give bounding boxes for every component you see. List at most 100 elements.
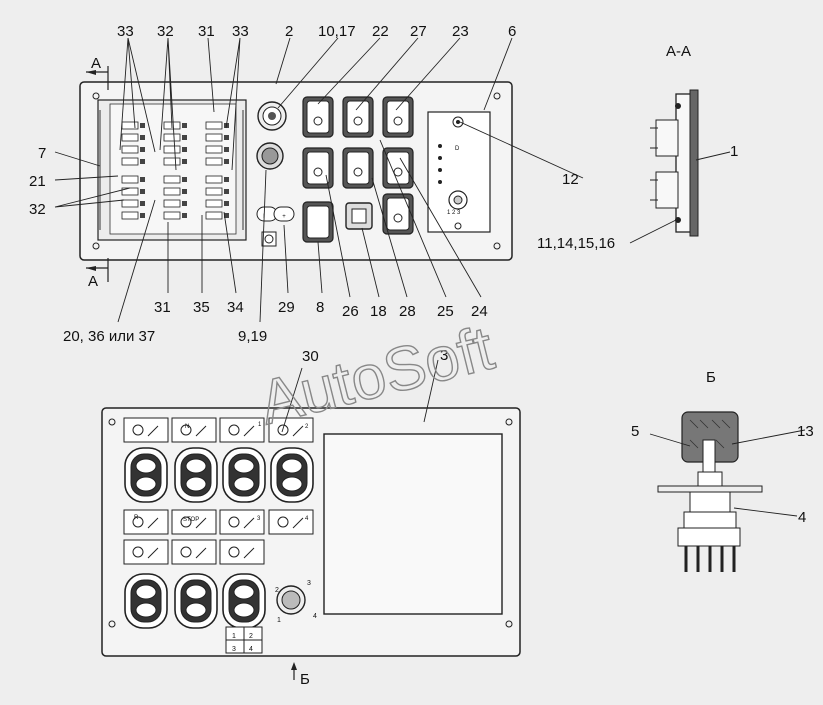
callout-numbers: 33 32 31 33 2 10,17 22 27 23 6 А-А А 7 1… [29, 23, 814, 688]
rocker-switch[interactable] [382, 147, 414, 189]
callout-27: 27 [410, 23, 427, 40]
mode-selector-knob[interactable]: 2 3 1 4 [275, 580, 317, 624]
large-rocker-button[interactable] [270, 447, 314, 503]
position-grid: 1 2 3 4 [225, 626, 263, 654]
symbol-label [123, 539, 169, 565]
svg-text:3: 3 [307, 580, 311, 587]
svg-text:N: N [185, 424, 189, 430]
large-rocker-button[interactable] [222, 447, 266, 503]
callout-7: 7 [38, 145, 46, 162]
symbol-label [171, 539, 217, 565]
callout-8: 8 [316, 299, 324, 316]
rocker-switch[interactable] [382, 193, 414, 235]
callout-21: 21 [29, 173, 46, 190]
fuse[interactable] [163, 175, 181, 184]
symbol-labels [123, 417, 314, 565]
symbol-label [123, 509, 169, 535]
detail-b-title: Б [706, 369, 716, 386]
svg-text:STOP: STOP [183, 517, 199, 523]
indicator-module: D 1 2 3 [427, 111, 491, 233]
fuse[interactable] [205, 145, 223, 154]
large-rocker-button[interactable] [174, 573, 218, 629]
fuse[interactable] [205, 121, 223, 130]
fuse[interactable] [205, 187, 223, 196]
rocker-switch[interactable] [342, 96, 374, 138]
svg-text:1: 1 [277, 617, 281, 624]
fuse[interactable] [205, 211, 223, 220]
callout-25: 25 [437, 303, 454, 320]
svg-text:4: 4 [249, 646, 253, 653]
fuse[interactable] [163, 211, 181, 220]
fuse[interactable] [121, 145, 139, 154]
view-b-arrow-label: Б [300, 671, 310, 688]
callout-3: 3 [440, 347, 448, 364]
svg-text:R: R [134, 515, 139, 521]
callout-9-19: 9,19 [238, 328, 267, 345]
large-rocker-button[interactable] [124, 573, 168, 629]
callout-31-top: 31 [198, 23, 215, 40]
large-rocker-button[interactable] [222, 573, 266, 629]
callout-6: 6 [508, 23, 516, 40]
switch-column: I + [256, 101, 295, 247]
fuse[interactable] [205, 157, 223, 166]
section-aa [650, 89, 699, 237]
fuse[interactable] [163, 145, 181, 154]
rocker-switch[interactable] [302, 147, 334, 189]
section-a-top: А [91, 55, 101, 72]
fuse[interactable] [205, 175, 223, 184]
callout-20-36-37: 20, 36 или 37 [63, 328, 155, 345]
svg-text:2: 2 [249, 633, 253, 640]
callout-18: 18 [370, 303, 387, 320]
rocker-switches [302, 96, 414, 243]
svg-text:3: 3 [257, 516, 261, 522]
callout-24: 24 [471, 303, 488, 320]
svg-text:1: 1 [258, 422, 262, 428]
large-rocker-buttons [124, 447, 314, 629]
callout-1: 1 [730, 143, 738, 160]
callout-23: 23 [452, 23, 469, 40]
callout-33-right: 33 [232, 23, 249, 40]
callout-31-bottom: 31 [154, 299, 171, 316]
rocker-switch[interactable] [342, 147, 374, 189]
fuse[interactable] [163, 133, 181, 142]
symbol-label [268, 417, 314, 443]
callout-22: 22 [372, 23, 389, 40]
rocker-switch[interactable] [302, 96, 334, 138]
svg-text:1: 1 [232, 633, 236, 640]
callout-29: 29 [278, 299, 295, 316]
fuse[interactable] [205, 133, 223, 142]
svg-text:2: 2 [305, 424, 309, 430]
callout-35: 35 [193, 299, 210, 316]
fuse[interactable] [205, 199, 223, 208]
fuse[interactable] [121, 133, 139, 142]
callout-34: 34 [227, 299, 244, 316]
fuse[interactable] [163, 187, 181, 196]
large-rocker-button[interactable] [174, 447, 218, 503]
leader-lines [54, 37, 806, 517]
rocker-switch[interactable] [302, 201, 334, 243]
fuse[interactable] [121, 121, 139, 130]
svg-text:1 2 3: 1 2 3 [447, 210, 461, 216]
callout-32-top: 32 [157, 23, 174, 40]
callout-26: 26 [342, 303, 359, 320]
fuse[interactable] [121, 157, 139, 166]
symbol-label [219, 417, 265, 443]
symbol-label [123, 417, 169, 443]
svg-text:2: 2 [275, 587, 279, 594]
fuse[interactable] [121, 199, 139, 208]
section-aa-title: А-А [666, 43, 691, 60]
fuse[interactable] [121, 175, 139, 184]
fuse[interactable] [121, 211, 139, 220]
large-rocker-button[interactable] [124, 447, 168, 503]
callout-32-left: 32 [29, 201, 46, 218]
rocker-switch[interactable] [382, 96, 414, 138]
callout-11-14-15-16: 11,14,15,16 [537, 235, 615, 252]
fuse[interactable] [163, 157, 181, 166]
fuse[interactable] [163, 199, 181, 208]
svg-text:3: 3 [232, 646, 236, 653]
fuse-rows [121, 121, 229, 220]
svg-text:4: 4 [305, 516, 309, 522]
symbol-label [171, 417, 217, 443]
callout-30: 30 [302, 348, 319, 365]
